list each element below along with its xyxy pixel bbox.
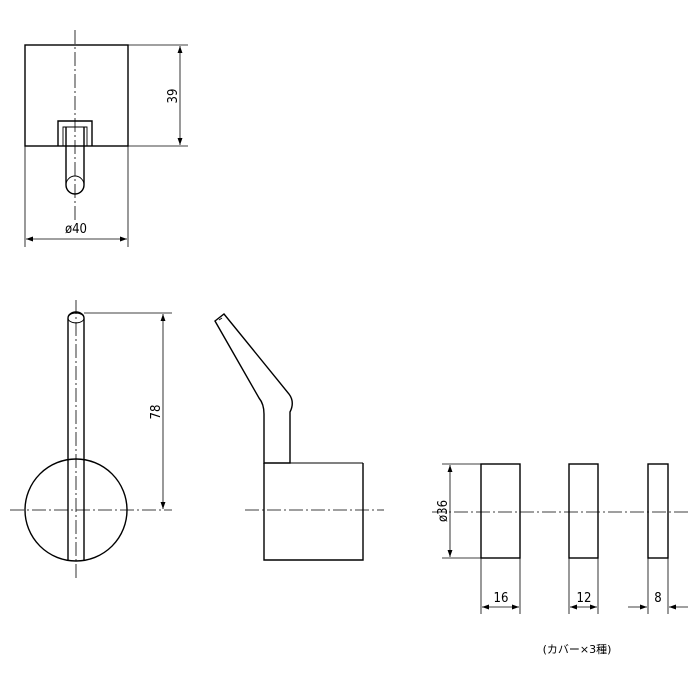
dim-39-label: 39 [166, 89, 181, 104]
front-view: 78 [10, 300, 172, 578]
cover-16 [480, 463, 521, 559]
cover-12 [568, 463, 599, 559]
side-view-body [263, 463, 364, 561]
dim-o40-label: ø40 [65, 222, 87, 237]
top-view-stem-tip [65, 175, 85, 195]
dim-o36-label: ø36 [436, 500, 451, 522]
top-view: 39 ø40 [24, 30, 188, 247]
top-view-stem [65, 127, 85, 195]
cover-note: (カバー×3種) [543, 642, 612, 656]
dim-12-label: 12 [577, 591, 592, 606]
top-view-body [24, 44, 129, 147]
front-view-lever-tip [67, 312, 85, 324]
dim-8-label: 8 [654, 591, 661, 606]
cover-8 [647, 463, 669, 559]
dim-78-label: 78 [149, 405, 164, 420]
front-view-disc [24, 458, 128, 562]
dim-16-label: 16 [494, 591, 509, 606]
top-view-slot-inner [62, 126, 88, 146]
cover-views: ø36 16 12 8 (カバー×3種) [432, 463, 690, 656]
top-view-slot [57, 120, 93, 146]
side-view-lever [214, 313, 293, 464]
side-view [214, 313, 384, 561]
